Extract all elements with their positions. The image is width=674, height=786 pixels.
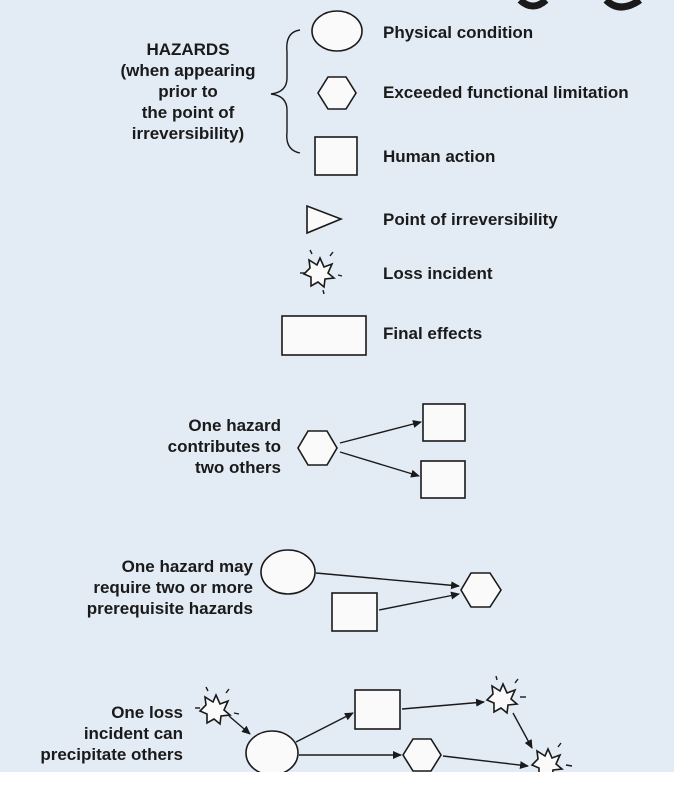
- legend-label-point-of-irreversibility: Point of irreversibility: [383, 210, 558, 229]
- example2-hexagon: [460, 572, 502, 608]
- hazards-label: HAZARDS (when appearing prior to the poi…: [98, 39, 278, 144]
- starburst-icon: [300, 249, 343, 295]
- legend-label-exceeded-functional-limitation: Exceeded functional limitation: [383, 83, 629, 102]
- legend-label-loss-incident: Loss incident: [383, 264, 493, 283]
- caption-line: require two or more: [93, 578, 253, 597]
- title-fragment: [603, 0, 643, 11]
- example3-arrow-to-square: [295, 712, 354, 743]
- hazards-label-line: the point of: [141, 103, 235, 122]
- example1-square-top: [422, 403, 466, 442]
- caption-line: One hazard: [188, 416, 281, 435]
- hazards-brace: [270, 29, 301, 154]
- bottom-margin: [0, 772, 674, 786]
- caption-line: prerequisite hazards: [86, 599, 253, 618]
- hazards-label-line: HAZARDS: [146, 40, 230, 59]
- legend-label-human-action: Human action: [383, 147, 496, 166]
- example2-square: [331, 592, 378, 632]
- circle-icon: [311, 10, 363, 52]
- example2-arrow-top: [315, 572, 460, 590]
- hazards-label-line: irreversibility): [131, 124, 245, 143]
- example3-arrow-to-circle: [228, 715, 251, 735]
- example1-arrow-top: [339, 420, 422, 444]
- example3-arrow-to-starburst-end: [442, 755, 529, 770]
- example3-starburst-start: [195, 686, 240, 726]
- caption-line: contributes to: [167, 437, 281, 456]
- example2-caption: One hazard may require two or more prere…: [40, 556, 253, 619]
- example3-hexagon: [402, 738, 442, 772]
- square-icon: [314, 136, 358, 176]
- triangle-icon: [306, 204, 344, 235]
- rectangle-icon: [281, 315, 367, 356]
- example3-square: [354, 689, 401, 730]
- caption-line: One loss: [111, 703, 183, 722]
- example2-circle: [260, 549, 316, 595]
- example3-arrow-to-starburst-mid: [401, 698, 485, 710]
- example3-starburst-mid: [485, 675, 526, 715]
- example1-arrow-bottom: [339, 451, 420, 478]
- title-fragment: [517, 0, 549, 10]
- hexagon-icon: [317, 76, 357, 110]
- example3-circle: [245, 730, 299, 776]
- example1-hexagon: [297, 430, 338, 466]
- example3-arrow-down: [512, 712, 533, 749]
- hazards-label-line: (when appearing: [120, 61, 256, 80]
- caption-line: two others: [195, 458, 281, 477]
- caption-line: incident can: [83, 724, 183, 743]
- caption-line: precipitate others: [40, 745, 183, 764]
- example1-caption: One hazard contributes to two others: [100, 415, 281, 478]
- legend-label-physical-condition: Physical condition: [383, 23, 534, 42]
- hazards-label-line: prior to: [158, 82, 218, 101]
- example2-arrow-bottom: [378, 591, 460, 611]
- caption-line: One hazard may: [121, 557, 253, 576]
- example3-caption: One loss incident can precipitate others: [10, 702, 183, 765]
- legend-label-final-effects: Final effects: [383, 324, 483, 343]
- example1-square-bottom: [420, 460, 466, 499]
